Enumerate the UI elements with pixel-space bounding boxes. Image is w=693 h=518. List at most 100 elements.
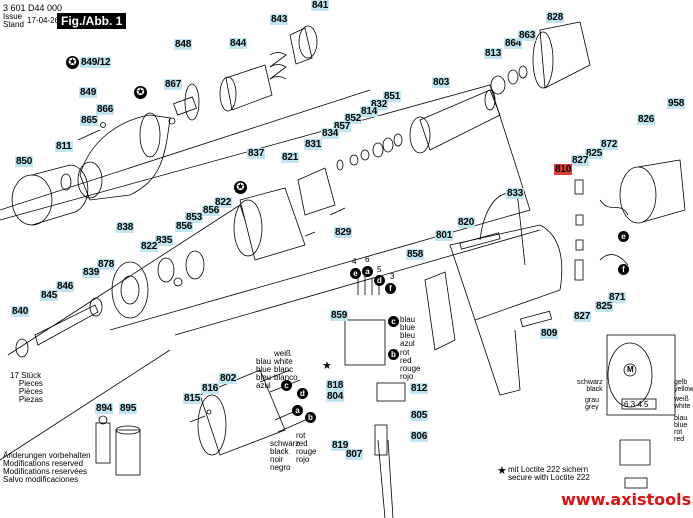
terminal-number: 3 — [390, 272, 395, 281]
color-note-blue: blau blue bleu azul — [400, 315, 416, 348]
part-label-857[interactable]: 857 — [333, 121, 352, 132]
cap-850 — [11, 174, 53, 226]
part-label-822b[interactable]: 822 — [140, 241, 159, 252]
part-label-805[interactable]: 805 — [410, 410, 429, 421]
issue-date: 17-04-26 — [27, 16, 60, 25]
part-label-821[interactable]: 821 — [281, 152, 300, 163]
part-label-810[interactable]: 810 — [554, 164, 573, 175]
wire-marker-c: c — [388, 316, 399, 327]
figure-title: Fig./Abb. 1 — [57, 13, 127, 29]
part-label-844[interactable]: 844 — [229, 38, 248, 49]
schematic-white: weiß white — [674, 396, 691, 410]
part-label-807[interactable]: 807 — [345, 449, 364, 460]
part-label-841[interactable]: 841 — [311, 0, 330, 11]
wire-marker-f: f — [618, 264, 629, 275]
part-label-815[interactable]: 815 — [183, 393, 202, 404]
part-label-803[interactable]: 803 — [432, 77, 451, 88]
stand-label-text: Stand — [3, 20, 24, 29]
color-note-red: rot red rouge rojo — [400, 348, 421, 381]
schematic-grey: grau grey — [585, 397, 600, 411]
color-note-red: rot red rouge rojo — [296, 431, 317, 464]
terminal-number: 6 — [365, 255, 370, 264]
doc-number: 3 601 D44 000 — [3, 3, 63, 13]
part-label-832[interactable]: 832 — [370, 99, 389, 110]
schematic-yellow: gelb yellow — [674, 379, 693, 393]
part-label-849[interactable]: 849 — [79, 87, 98, 98]
part-label-858a[interactable]: 858 — [406, 249, 425, 260]
part-label-852[interactable]: 852 — [344, 113, 363, 124]
modifications-note: Änderungen vorbehalten Modifications res… — [3, 451, 91, 484]
part-label-848[interactable]: 848 — [174, 39, 193, 50]
part-label-813[interactable]: 813 — [484, 48, 503, 59]
wire-marker-e: e — [618, 231, 629, 242]
part-label-816[interactable]: 816 — [201, 383, 220, 394]
part-label-865[interactable]: 865 — [80, 115, 99, 126]
pieces-note: 17 Stück Pieces Pièces Piezas — [10, 371, 43, 404]
part-label-859[interactable]: 859 — [330, 310, 349, 321]
star-ref-label[interactable]: 849/12 — [80, 57, 112, 68]
part-label-826[interactable]: 826 — [637, 114, 656, 125]
part-label-878[interactable]: 878 — [97, 259, 116, 270]
loctite-note: mit Loctite 222 sichern secure with Loct… — [508, 465, 590, 482]
part-label-838[interactable]: 838 — [116, 222, 135, 233]
part-label-850[interactable]: 850 — [15, 156, 34, 167]
part-label-819[interactable]: 819 — [331, 440, 350, 451]
part-label-809[interactable]: 809 — [540, 328, 559, 339]
issue-label: Issue Stand — [3, 13, 24, 29]
part-label-829[interactable]: 829 — [334, 227, 353, 238]
part-label-811[interactable]: 811 — [55, 141, 73, 152]
part-label-835[interactable]: 835 — [155, 235, 174, 246]
part-label-812[interactable]: 812 — [410, 383, 429, 394]
part-label-801[interactable]: 801 — [435, 230, 454, 241]
part-label-866[interactable]: 866 — [96, 104, 115, 115]
part-label-856b[interactable]: 856 — [175, 221, 194, 232]
part-label-834[interactable]: 834 — [321, 128, 340, 139]
part-label-814[interactable]: 814 — [360, 106, 379, 117]
color-note-white: weiß white blanc blanco — [274, 349, 298, 382]
part-label-802[interactable]: 802 — [219, 373, 238, 384]
part-label-825b[interactable]: 825 — [595, 301, 614, 312]
part-label-853[interactable]: 853 — [185, 212, 204, 223]
schematic-red: rot red — [674, 429, 685, 443]
website-link[interactable]: www.axistools.ru — [561, 490, 693, 509]
star-icon: ✪ — [134, 86, 147, 99]
star-icon: ✪ — [66, 56, 79, 69]
part-label-818[interactable]: 818 — [326, 380, 345, 391]
part-label-894[interactable]: 894 — [95, 403, 114, 414]
part-label-827b[interactable]: 827 — [573, 311, 592, 322]
issue-label-text: Issue — [3, 12, 23, 21]
part-label-822a[interactable]: 822 — [214, 197, 233, 208]
part-label-895[interactable]: 895 — [119, 403, 138, 414]
part-label-846[interactable]: 846 — [56, 281, 75, 292]
wire-marker-c: c — [281, 380, 292, 391]
part-label-833[interactable]: 833 — [506, 188, 525, 199]
part-label-856a[interactable]: 856 — [202, 205, 221, 216]
schematic-blue: blau blue — [674, 415, 688, 429]
part-label-958[interactable]: 958 — [667, 98, 686, 109]
part-label-867[interactable]: 867 — [164, 79, 183, 90]
part-label-843[interactable]: 843 — [270, 14, 289, 25]
part-label-845[interactable]: 845 — [40, 290, 59, 301]
part-label-851[interactable]: 851 — [383, 91, 402, 102]
wire-marker-f: f — [385, 283, 396, 294]
part-label-820[interactable]: 820 — [457, 217, 476, 228]
part-label-872[interactable]: 872 — [600, 139, 619, 150]
star-icon: ★ — [497, 465, 507, 477]
schematic-black: schwarz black — [577, 379, 603, 393]
part-label-864[interactable]: 864 — [504, 38, 523, 49]
part-label-839[interactable]: 839 — [82, 267, 101, 278]
part-label-825a[interactable]: 825 — [585, 148, 604, 159]
part-label-828[interactable]: 828 — [546, 12, 565, 23]
part-label-831[interactable]: 831 — [304, 139, 323, 150]
wire-marker-a: a — [292, 405, 303, 416]
part-label-827a[interactable]: 827 — [571, 155, 590, 166]
part-label-804[interactable]: 804 — [326, 391, 345, 402]
schematic-terminals: 6 3 4 5 — [624, 400, 649, 409]
part-label-806[interactable]: 806 — [410, 431, 429, 442]
part-label-837[interactable]: 837 — [247, 148, 266, 159]
part-label-871[interactable]: 871 — [608, 292, 627, 303]
part-label-863[interactable]: 863 — [518, 30, 537, 41]
part-label-840[interactable]: 840 — [11, 306, 30, 317]
